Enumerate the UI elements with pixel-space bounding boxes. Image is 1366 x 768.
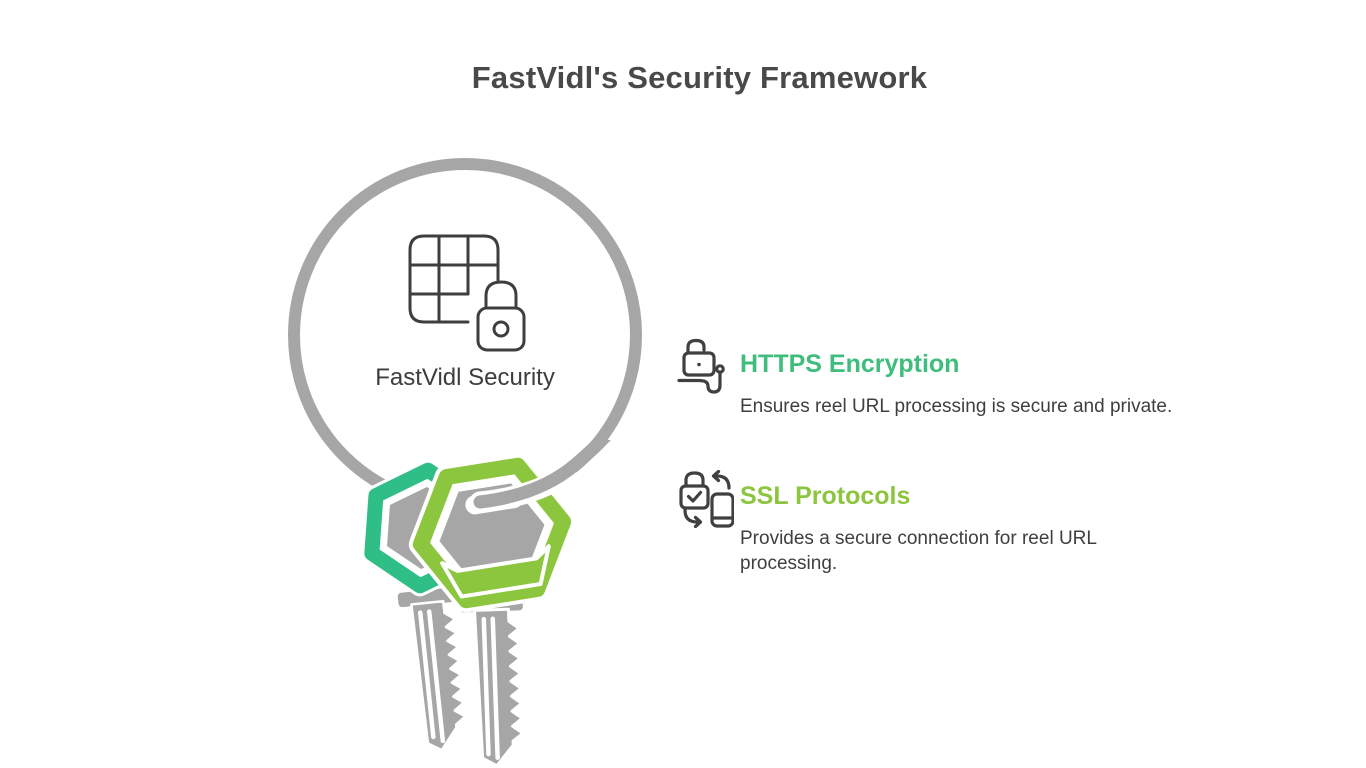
feature-description-ssl: Provides a secure connection for reel UR… (740, 528, 1097, 574)
feature-title-ssl: SSL Protocols (740, 482, 911, 510)
right-key-shaft (456, 593, 526, 768)
hub-label: FastVidl Security (375, 364, 555, 391)
padlock-device-sync-icon (679, 469, 735, 529)
feature-icon-column (672, 469, 740, 533)
page-title: FastVidl's Security Framework (471, 60, 928, 95)
keys-on-ring-graphic (361, 440, 611, 768)
feature-description-https: Ensures reel URL processing is secure an… (740, 396, 1173, 417)
feature-https-encryption: HTTPS Encryption Ensures reel URL proces… (672, 338, 1190, 419)
feature-title-https: HTTPS Encryption (740, 350, 960, 378)
feature-text-block: SSL Protocols Provides a secure connecti… (740, 470, 1190, 576)
feature-icon-column (672, 338, 740, 401)
unlocked-padlock-cable-icon (677, 338, 725, 394)
feature-ssl-protocols: SSL Protocols Provides a secure connecti… (672, 469, 1190, 576)
feature-text-block: HTTPS Encryption Ensures reel URL proces… (740, 338, 1190, 419)
grid-lock-icon (408, 234, 526, 352)
